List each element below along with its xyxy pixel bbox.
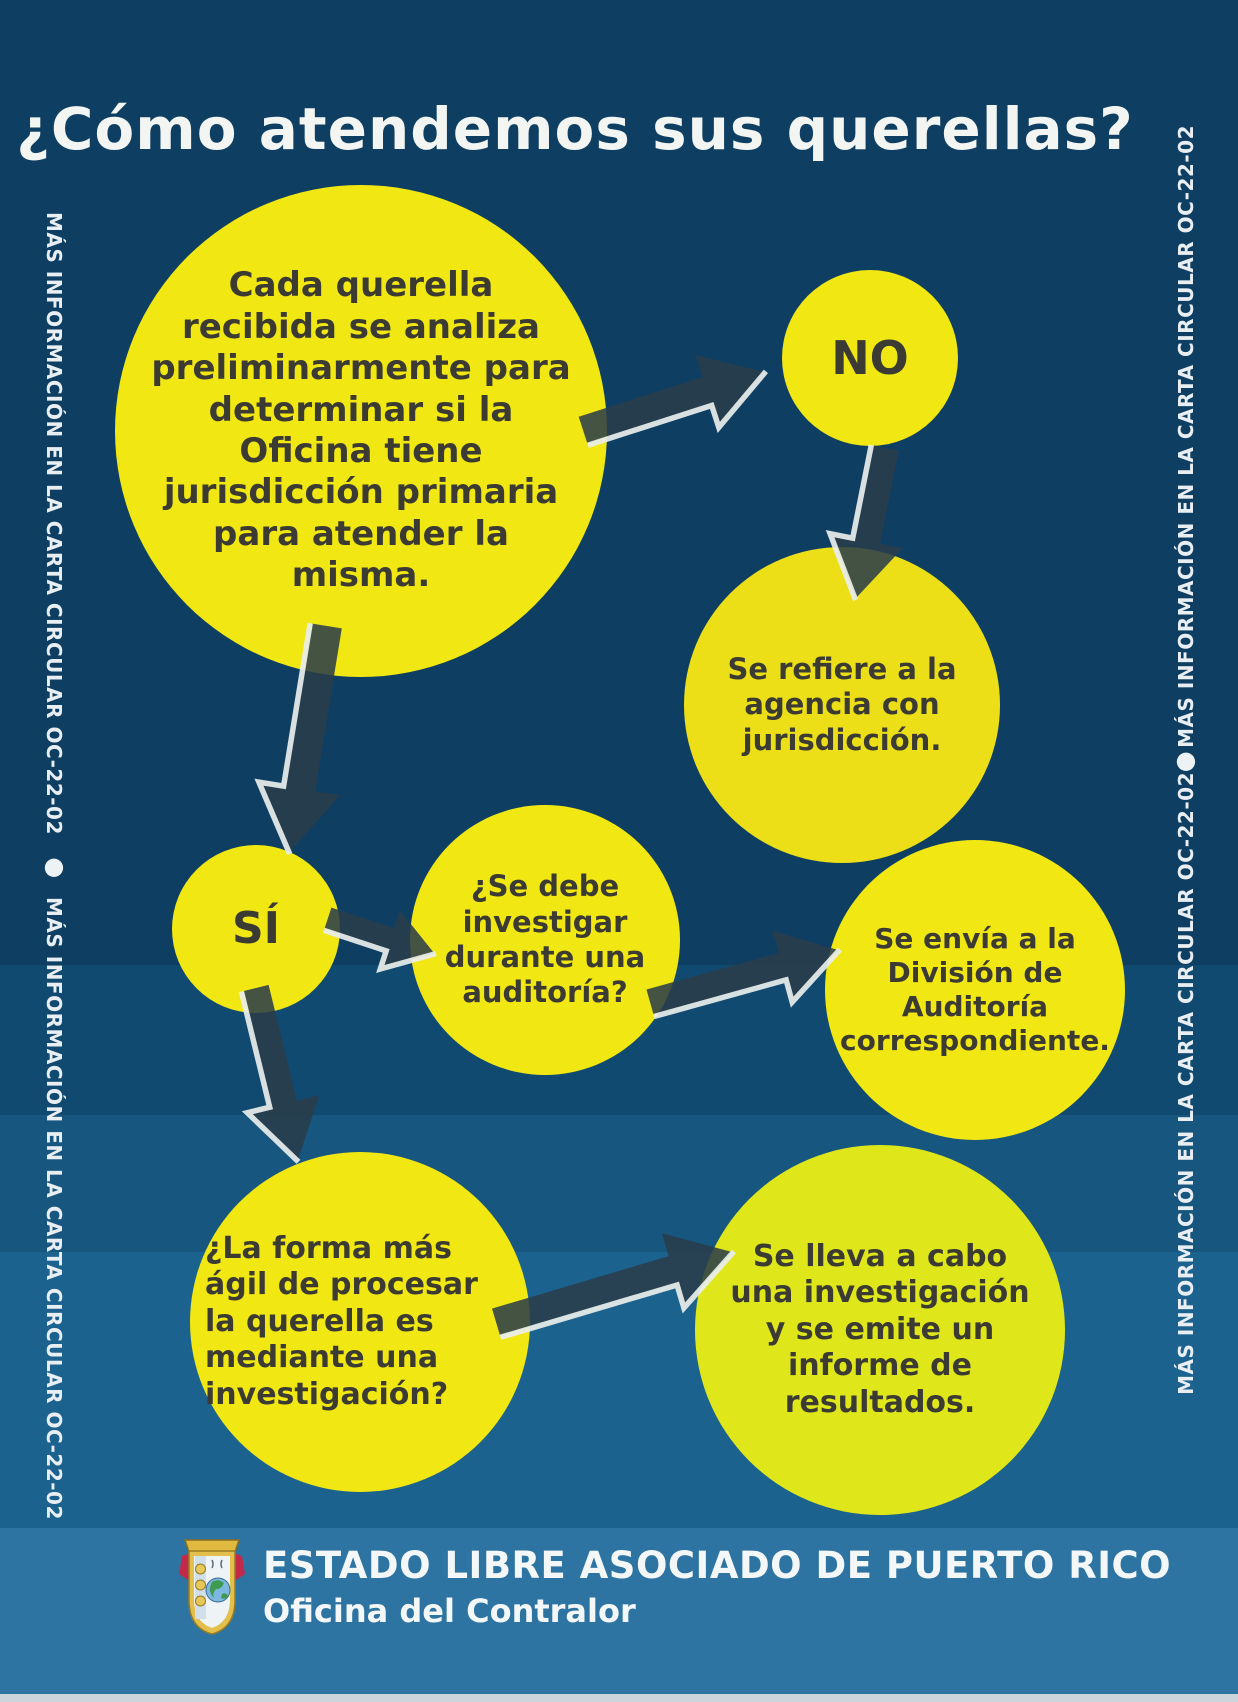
- footer-office-name: Oficina del Contralor: [263, 1592, 636, 1630]
- side-note-text: MÁS INFORMACIÓN EN LA CARTA CIRCULAR OC-…: [1174, 771, 1198, 1395]
- flow-node-no-label: NO: [831, 330, 909, 385]
- footer-text-block: ESTADO LIBRE ASOCIADO DE PUERTO RICO Ofi…: [263, 1544, 1171, 1630]
- flow-node-no: NO: [782, 270, 958, 446]
- flow-node-audit-question-text: ¿Se debe investigar durante una auditorí…: [444, 869, 646, 1010]
- side-note-text: MÁS INFORMACIÓN EN LA CARTA CIRCULAR OC-…: [1174, 125, 1198, 748]
- side-note-text: MÁS INFORMACIÓN EN LA CARTA CIRCULAR OC-…: [42, 897, 66, 1520]
- flow-node-investigation-question-text: ¿La forma más ágil de procesar la querel…: [205, 1230, 478, 1412]
- right-side-rail: MÁS INFORMACIÓN EN LA CARTA CIRCULAR OC-…: [1168, 125, 1204, 1395]
- bullet-separator-icon: ●: [43, 852, 65, 880]
- flow-node-investigation-result-text: Se lleva a cabo una investigación y se e…: [730, 1238, 1030, 1420]
- flow-node-start: Cada querella recibida se analiza prelim…: [115, 185, 607, 677]
- flow-node-investigation-question: ¿La forma más ágil de procesar la querel…: [190, 1152, 530, 1492]
- footer-org-name: ESTADO LIBRE ASOCIADO DE PUERTO RICO: [263, 1544, 1172, 1587]
- seal-icon: [179, 1539, 245, 1635]
- flow-node-audit-division: Se envía a la División de Auditoría corr…: [825, 840, 1125, 1140]
- footer-bar: ESTADO LIBRE ASOCIADO DE PUERTO RICO Ofi…: [0, 1528, 1238, 1694]
- bullet-separator-icon: ●: [1175, 745, 1197, 774]
- left-side-rail: MÁS INFORMACIÓN EN LA CARTA CIRCULAR OC-…: [36, 212, 72, 1520]
- flow-node-refer-to-agency-text: Se refiere a la agencia con jurisdicción…: [727, 651, 957, 757]
- page-title: ¿Cómo atendemos sus querellas?: [16, 94, 1134, 163]
- flow-node-si: SÍ: [172, 845, 340, 1013]
- flow-node-start-text: Cada querella recibida se analiza prelim…: [151, 265, 571, 596]
- flow-node-audit-question: ¿Se debe investigar durante una auditorí…: [410, 805, 680, 1075]
- flow-node-refer-to-agency: Se refiere a la agencia con jurisdicción…: [684, 547, 1000, 863]
- flow-node-investigation-result: Se lleva a cabo una investigación y se e…: [695, 1145, 1065, 1515]
- flow-node-audit-division-text: Se envía a la División de Auditoría corr…: [840, 921, 1110, 1058]
- flow-node-si-label: SÍ: [231, 903, 281, 955]
- side-note-text: MÁS INFORMACIÓN EN LA CARTA CIRCULAR OC-…: [42, 212, 66, 835]
